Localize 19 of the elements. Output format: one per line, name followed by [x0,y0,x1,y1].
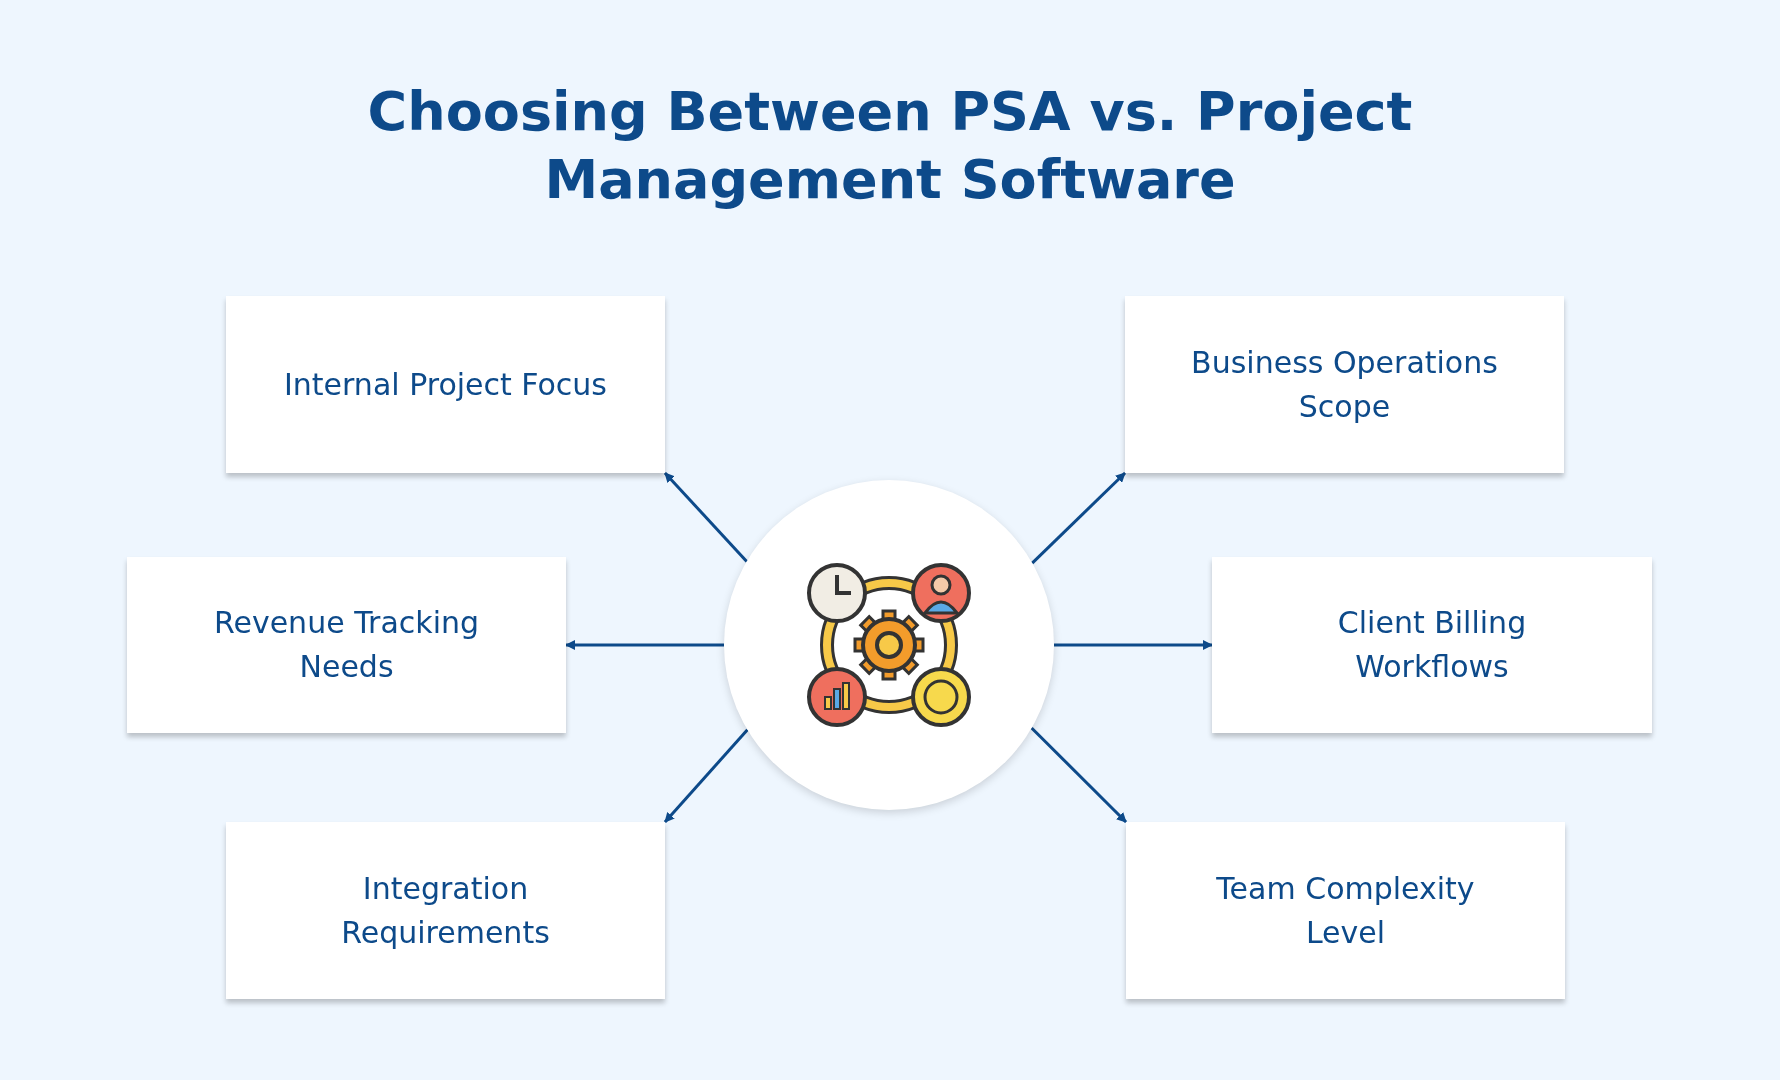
arrow [1054,640,1213,650]
title: Choosing Between PSA vs. Project Management Software [366,79,1414,213]
arrow [565,640,724,650]
card-label: Internal Project Focus [283,365,608,404]
card-label: Revenue Tracking Needs [212,604,481,686]
info-card [226,822,665,999]
arrow [663,728,749,823]
arrow [1031,471,1127,565]
info-card [1126,822,1565,999]
info-card [1125,296,1564,473]
card-label: Integration Requirements [340,869,551,952]
card-label: Team Complexity Level [1215,869,1476,952]
arrow [1030,726,1128,824]
info-card [127,557,566,733]
arrow [663,472,748,563]
card-label: Client Billing Workflows [1336,604,1528,686]
info-card [226,296,665,473]
card-label: Business Operations Scope [1190,343,1499,426]
info-card [1212,557,1652,733]
